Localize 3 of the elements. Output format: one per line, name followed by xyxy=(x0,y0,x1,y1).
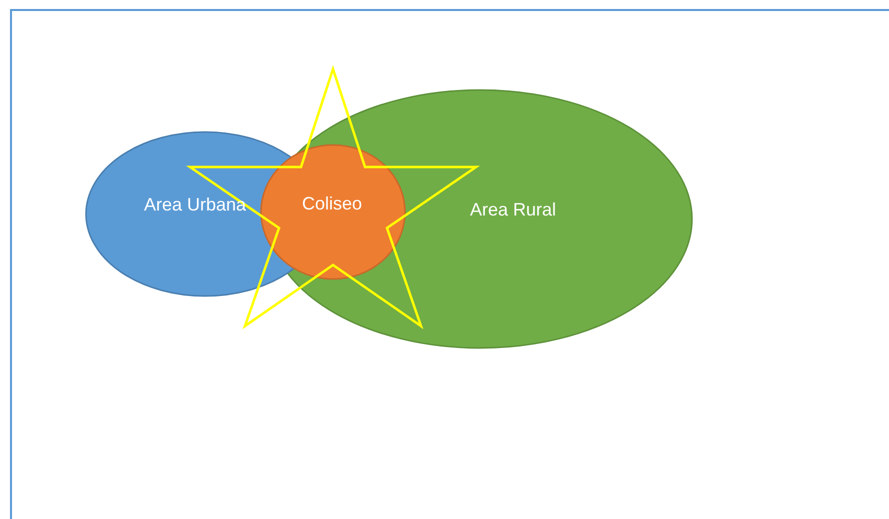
region-label: Area Urbana xyxy=(144,194,246,216)
region-label: Area Rural xyxy=(470,200,556,220)
venue-label: Coliseo xyxy=(302,194,362,214)
